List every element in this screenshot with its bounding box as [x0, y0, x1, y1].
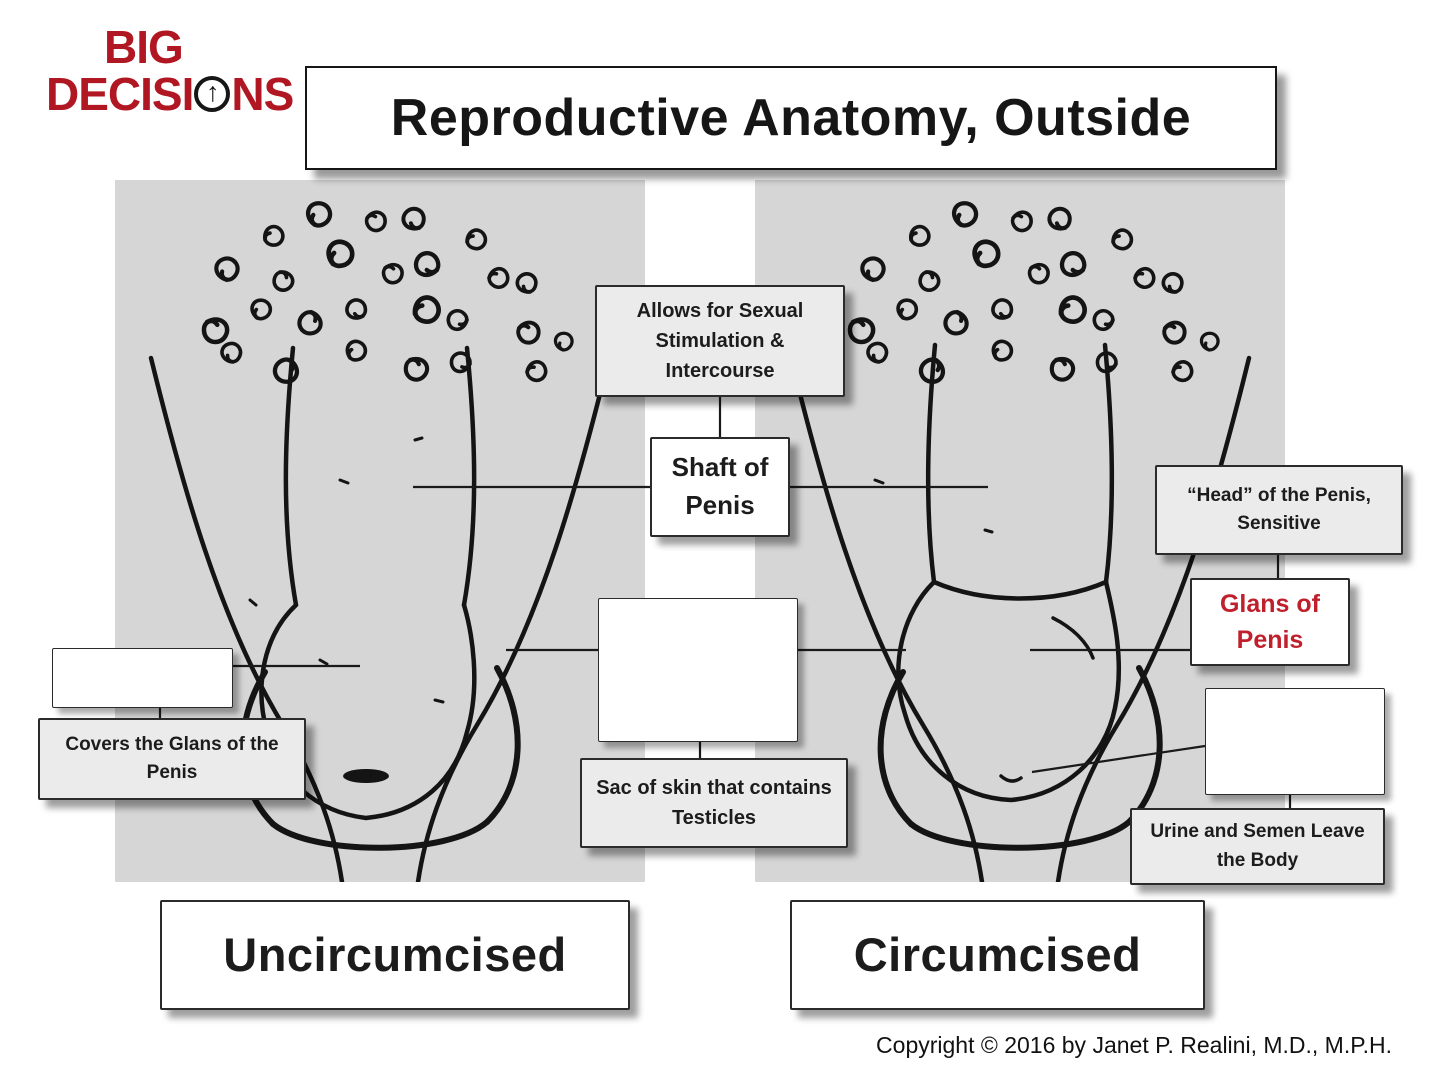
logo-arrow-circle-icon: ↑ — [194, 75, 231, 112]
answer-box-foreskin — [52, 648, 233, 708]
label-covers-glans: Covers the Glans of the Penis — [38, 718, 306, 800]
caption-uncircumcised: Uncircumcised — [160, 900, 630, 1010]
answer-box-scrotum — [598, 598, 798, 742]
up-arrow-icon: ↑ — [206, 77, 219, 108]
label-sac-of-skin: Sac of skin that contains Testicles — [580, 758, 848, 848]
logo-text-big: BIG — [104, 21, 184, 73]
title-box: Reproductive Anatomy, Outside — [305, 66, 1277, 170]
copyright-text: Copyright © 2016 by Janet P. Realini, M.… — [876, 1032, 1392, 1058]
page-title: Reproductive Anatomy, Outside — [390, 89, 1192, 147]
answer-box-urethra — [1205, 688, 1385, 795]
uncircumcised-figure-drawing — [148, 180, 612, 882]
big-decisions-logo: BIG DECISI ↑ NS — [46, 21, 294, 120]
caption-circumcised: Circumcised — [790, 900, 1205, 1010]
label-urine-semen: Urine and Semen Leave the Body — [1130, 808, 1385, 885]
logo-text-decisi: DECISI — [46, 67, 194, 120]
label-sexual-stimulation: Allows for Sexual Stimulation & Intercou… — [595, 285, 845, 397]
label-shaft-of-penis: Shaft of Penis — [650, 437, 790, 537]
label-head-of-penis: “Head” of the Penis, Sensitive — [1155, 465, 1403, 555]
logo-text-decisions: DECISI ↑ NS — [46, 67, 294, 120]
label-glans-of-penis: Glans of Penis — [1190, 578, 1350, 666]
logo-text-ns: NS — [231, 67, 294, 120]
